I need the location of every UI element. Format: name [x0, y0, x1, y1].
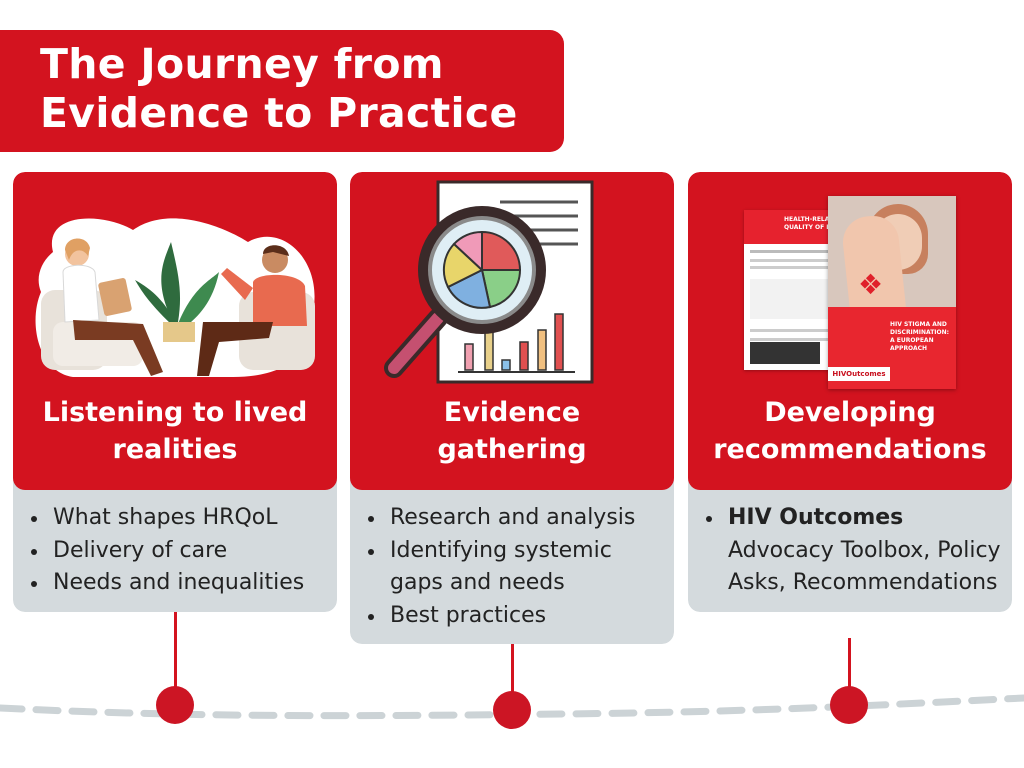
card-evidence-title: Evidence gathering: [350, 394, 674, 468]
card-listening: Listening to lived realities What shapes…: [13, 172, 337, 612]
card-evidence-panel: Research and analysis Identifying system…: [350, 478, 674, 644]
bullet-item: Best practices: [368, 600, 666, 633]
card-listening-panel: What shapes HRQoL Delivery of care Needs…: [13, 478, 337, 612]
card-evidence-bullets: Research and analysis Identifying system…: [350, 490, 674, 644]
timeline-dot-2: [493, 691, 531, 729]
report-front-title: HIV STIGMA AND DISCRIMINATION: A EUROPEA…: [890, 321, 950, 352]
title-banner: The Journey from Evidence to Practice: [0, 30, 564, 152]
bullet-item: Research and analysis: [368, 502, 666, 535]
card-recommendations-header: HEALTH-RELATED QUALITY OF LIFE ❖ HIV STI…: [688, 172, 1012, 490]
connector-line-1: [174, 600, 177, 690]
card-listening-title-line-2: realities: [112, 434, 238, 465]
bullet-bold-text: HIV Outcomes: [728, 505, 904, 530]
connector-line-2: [511, 638, 514, 693]
bullet-item: HIV Outcomes Advocacy Toolbox, Policy As…: [706, 502, 1004, 600]
title-line-2: Evidence to Practice: [40, 89, 518, 137]
card-evidence-title-line-2: gathering: [437, 434, 587, 465]
card-listening-header: Listening to lived realities: [13, 172, 337, 490]
card-evidence-header: Evidence gathering: [350, 172, 674, 490]
timeline-dot-1: [156, 686, 194, 724]
card-recommendations-title-line-1: Developing: [764, 397, 936, 428]
card-listening-title: Listening to lived realities: [13, 394, 337, 468]
card-evidence: Evidence gathering Research and analysis…: [350, 172, 674, 644]
card-recommendations-panel: HIV Outcomes Advocacy Toolbox, Policy As…: [688, 478, 1012, 612]
report-covers: HEALTH-RELATED QUALITY OF LIFE ❖ HIV STI…: [744, 196, 962, 392]
report-brand: HIVOutcomes: [828, 367, 890, 381]
title-line-1: The Journey from: [40, 40, 444, 88]
bullet-item: Needs and inequalities: [31, 567, 329, 600]
card-recommendations: HEALTH-RELATED QUALITY OF LIFE ❖ HIV STI…: [688, 172, 1012, 612]
card-recommendations-bullets: HIV Outcomes Advocacy Toolbox, Policy As…: [688, 490, 1012, 612]
bullet-item: What shapes HRQoL: [31, 502, 329, 535]
card-evidence-title-line-1: Evidence: [443, 397, 581, 428]
timeline-dot-3: [830, 686, 868, 724]
card-recommendations-title: Developing recommendations: [688, 394, 1012, 468]
card-listening-title-line-1: Listening to lived: [42, 397, 308, 428]
connector-line-3: [848, 638, 851, 693]
counseling-illustration: [35, 218, 315, 377]
bullet-item: Identifying systemic gaps and needs: [368, 535, 666, 600]
card-recommendations-title-line-2: recommendations: [713, 434, 987, 465]
bullet-item: Delivery of care: [31, 535, 329, 568]
magnifier-chart-illustration: [384, 180, 594, 384]
card-listening-bullets: What shapes HRQoL Delivery of care Needs…: [13, 490, 337, 612]
red-ribbon-icon: ❖: [858, 268, 884, 301]
report-front-cover: ❖ HIV STIGMA AND DISCRIMINATION: A EUROP…: [828, 196, 956, 389]
bullet-rest-text: Advocacy Toolbox, Policy Asks, Recommend…: [728, 537, 1001, 596]
